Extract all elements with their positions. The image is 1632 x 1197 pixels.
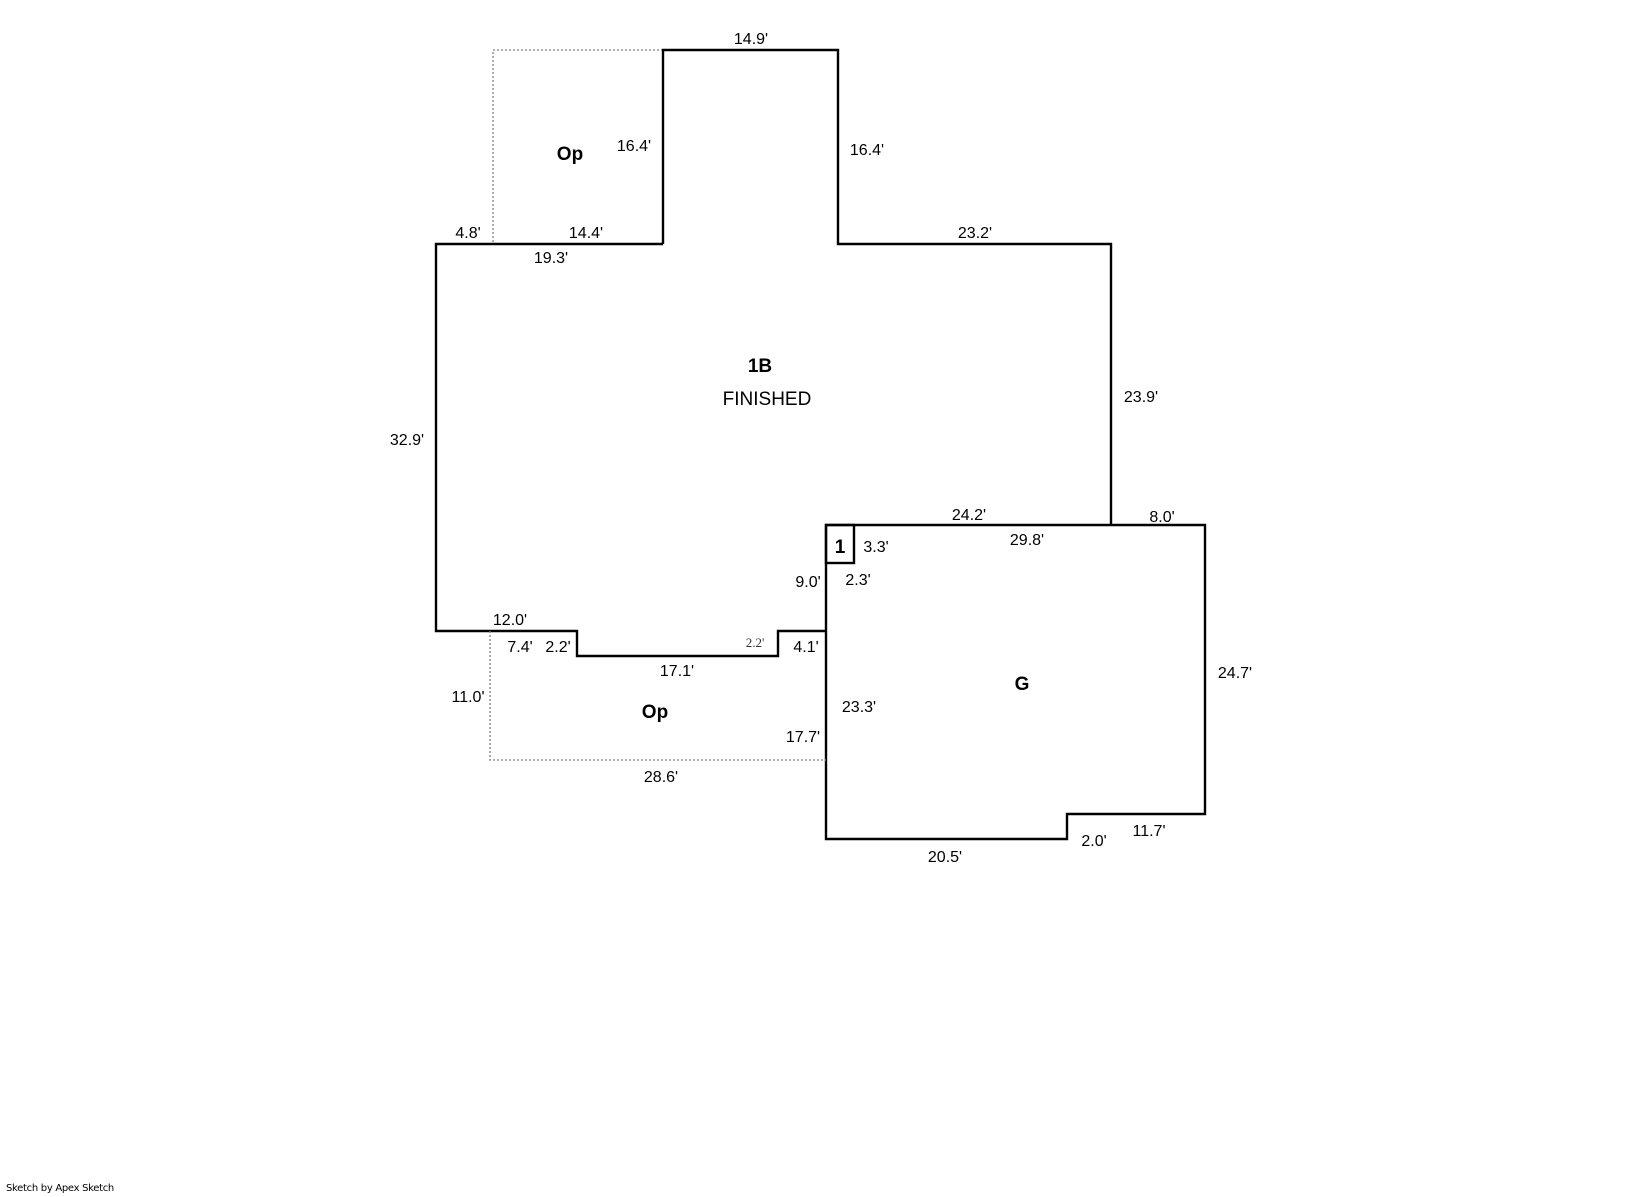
dim-garage-left-inner: 23.3' — [842, 699, 876, 716]
dim-notch-left: 2.2' — [545, 639, 570, 656]
main-area-left-outline — [434, 242, 826, 658]
small-area-outline — [824, 523, 856, 565]
dim-garage-right: 24.7' — [1218, 665, 1252, 682]
area-label-porch-top: Op — [557, 144, 583, 165]
dim-main-bottom-left: 12.0' — [493, 612, 527, 629]
dim-top-left-side: 16.4' — [617, 138, 651, 155]
area-desc-main: FINISHED — [723, 389, 812, 410]
area-label-garage: G — [1015, 674, 1030, 695]
area-label-small: 1 — [835, 537, 846, 558]
sketch-credit: Sketch by Apex Sketch — [6, 1183, 114, 1194]
porch-bottom-outline — [489, 631, 826, 761]
dim-porch-top-left-seg: 4.8' — [455, 225, 480, 242]
dim-upper-right-run: 23.2' — [958, 225, 992, 242]
dim-porch-bottom-seg: 7.4' — [507, 639, 532, 656]
area-label-porch-bottom: Op — [642, 702, 668, 723]
dim-small-width: 3.3' — [863, 539, 888, 556]
dim-small-height: 2.3' — [845, 572, 870, 589]
dim-garage-top-over: 24.2' — [952, 507, 986, 524]
dim-porch-bottom: 28.6' — [644, 769, 678, 786]
dim-notch-right-run: 4.1' — [793, 639, 818, 656]
dim-main-top-left: 19.3' — [534, 250, 568, 267]
dim-top-width: 14.9' — [734, 31, 768, 48]
dim-main-right: 23.9' — [1124, 389, 1158, 406]
dim-main-left: 32.9' — [390, 432, 424, 449]
dim-garage-bottom: 20.5' — [928, 849, 962, 866]
dim-garage-step: 2.0' — [1081, 833, 1106, 850]
dim-notch-right: 2.2' — [746, 635, 765, 650]
dim-garage-top-inner: 29.8' — [1010, 532, 1044, 549]
dim-garage-top-right: 8.0' — [1149, 509, 1174, 526]
dim-porch-left: 11.0' — [451, 689, 484, 706]
dim-top-right-side: 16.4' — [850, 142, 884, 159]
dim-porch-right: 17.7' — [786, 729, 820, 746]
dim-main-step-down: 9.0' — [795, 574, 820, 591]
dim-notch-bottom: 17.1' — [660, 663, 694, 680]
area-label-main: 1B — [748, 356, 772, 377]
dim-garage-bottom-right: 11.7' — [1132, 823, 1165, 840]
garage-outline — [824, 523, 1207, 841]
dim-porch-top-bottom: 14.4' — [569, 225, 603, 242]
porch-top-outline — [492, 49, 663, 244]
main-area-outline — [661, 48, 1113, 525]
